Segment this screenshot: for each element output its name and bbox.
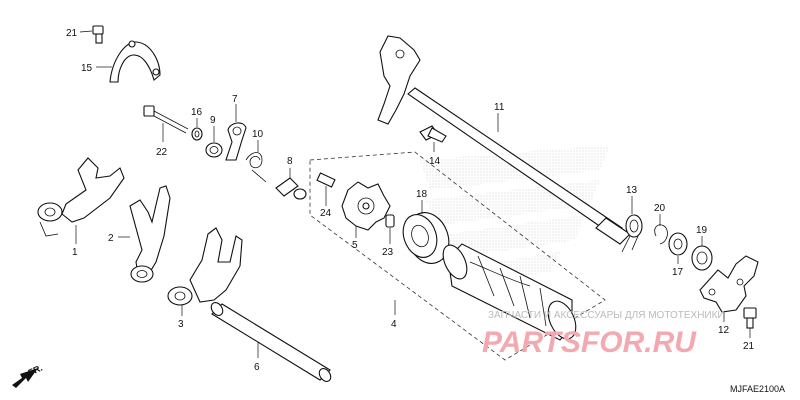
callout-11: 11	[494, 102, 505, 113]
callout-23: 23	[382, 247, 394, 258]
callout-9: 9	[210, 115, 216, 126]
callout-20: 20	[654, 203, 666, 214]
callout-21-top: 21	[66, 28, 78, 39]
pin-8	[275, 168, 307, 200]
shift-spindle-11	[377, 35, 631, 245]
callout-21-bottom: 21	[743, 341, 755, 352]
shift-fork-3	[167, 227, 243, 316]
bolt-21-top	[79, 25, 104, 44]
bearing-18	[402, 200, 450, 264]
callout-15: 15	[81, 63, 93, 74]
guide-plate-12	[699, 255, 759, 322]
callout-4: 4	[391, 319, 397, 330]
spring-10	[245, 140, 267, 183]
callout-16: 16	[191, 107, 203, 118]
washer-16	[191, 118, 203, 141]
shift-fork-2	[118, 185, 171, 283]
callout-5: 5	[352, 240, 358, 251]
stopper-arm-7	[225, 104, 247, 161]
washer-17	[668, 232, 688, 264]
callout-17: 17	[672, 267, 684, 278]
shift-fork-1	[37, 157, 125, 244]
callout-14: 14	[429, 156, 441, 167]
callout-2: 2	[108, 233, 114, 244]
watermark-logo: PARTSFOR.RU	[482, 326, 697, 359]
direction-label: FR.	[27, 363, 44, 378]
front-direction-arrow: FR.	[12, 363, 44, 388]
callout-8: 8	[287, 156, 293, 167]
collar-9	[205, 126, 223, 158]
diagram-code: MJFAE2100A	[730, 384, 785, 394]
callout-24: 24	[320, 208, 332, 219]
watermark-tagline: ЗАПЧАСТИ И АКСЕССУАРЫ ДЛЯ МОТОТЕХНИКИ	[488, 310, 725, 321]
circlip-20	[654, 214, 668, 245]
fork-shaft-6	[210, 302, 332, 382]
callout-6: 6	[254, 362, 260, 373]
callout-1: 1	[72, 247, 78, 258]
callout-10: 10	[252, 129, 264, 140]
pin-23	[385, 214, 395, 244]
callout-18: 18	[416, 189, 428, 200]
bolt-21-bottom	[743, 307, 757, 338]
stopper-plate-15	[96, 40, 161, 83]
shift-drum-4	[442, 243, 577, 341]
callout-19: 19	[696, 225, 708, 236]
callout-22: 22	[156, 147, 168, 158]
bolt-24	[316, 172, 336, 206]
callout-labels: 21 15 16 9 7 10 22 8 11 14 1 2 3 24 5 18…	[66, 28, 755, 373]
star-cam-5	[341, 181, 391, 238]
callout-13: 13	[626, 185, 638, 196]
bolt-22	[143, 105, 189, 142]
return-spring-13	[621, 196, 643, 253]
bolt-14	[419, 125, 447, 152]
callout-7: 7	[232, 94, 238, 105]
callout-3: 3	[178, 319, 184, 330]
drum-assembly-outline	[309, 151, 606, 361]
oil-seal-19	[691, 236, 713, 271]
callout-12: 12	[718, 325, 730, 336]
